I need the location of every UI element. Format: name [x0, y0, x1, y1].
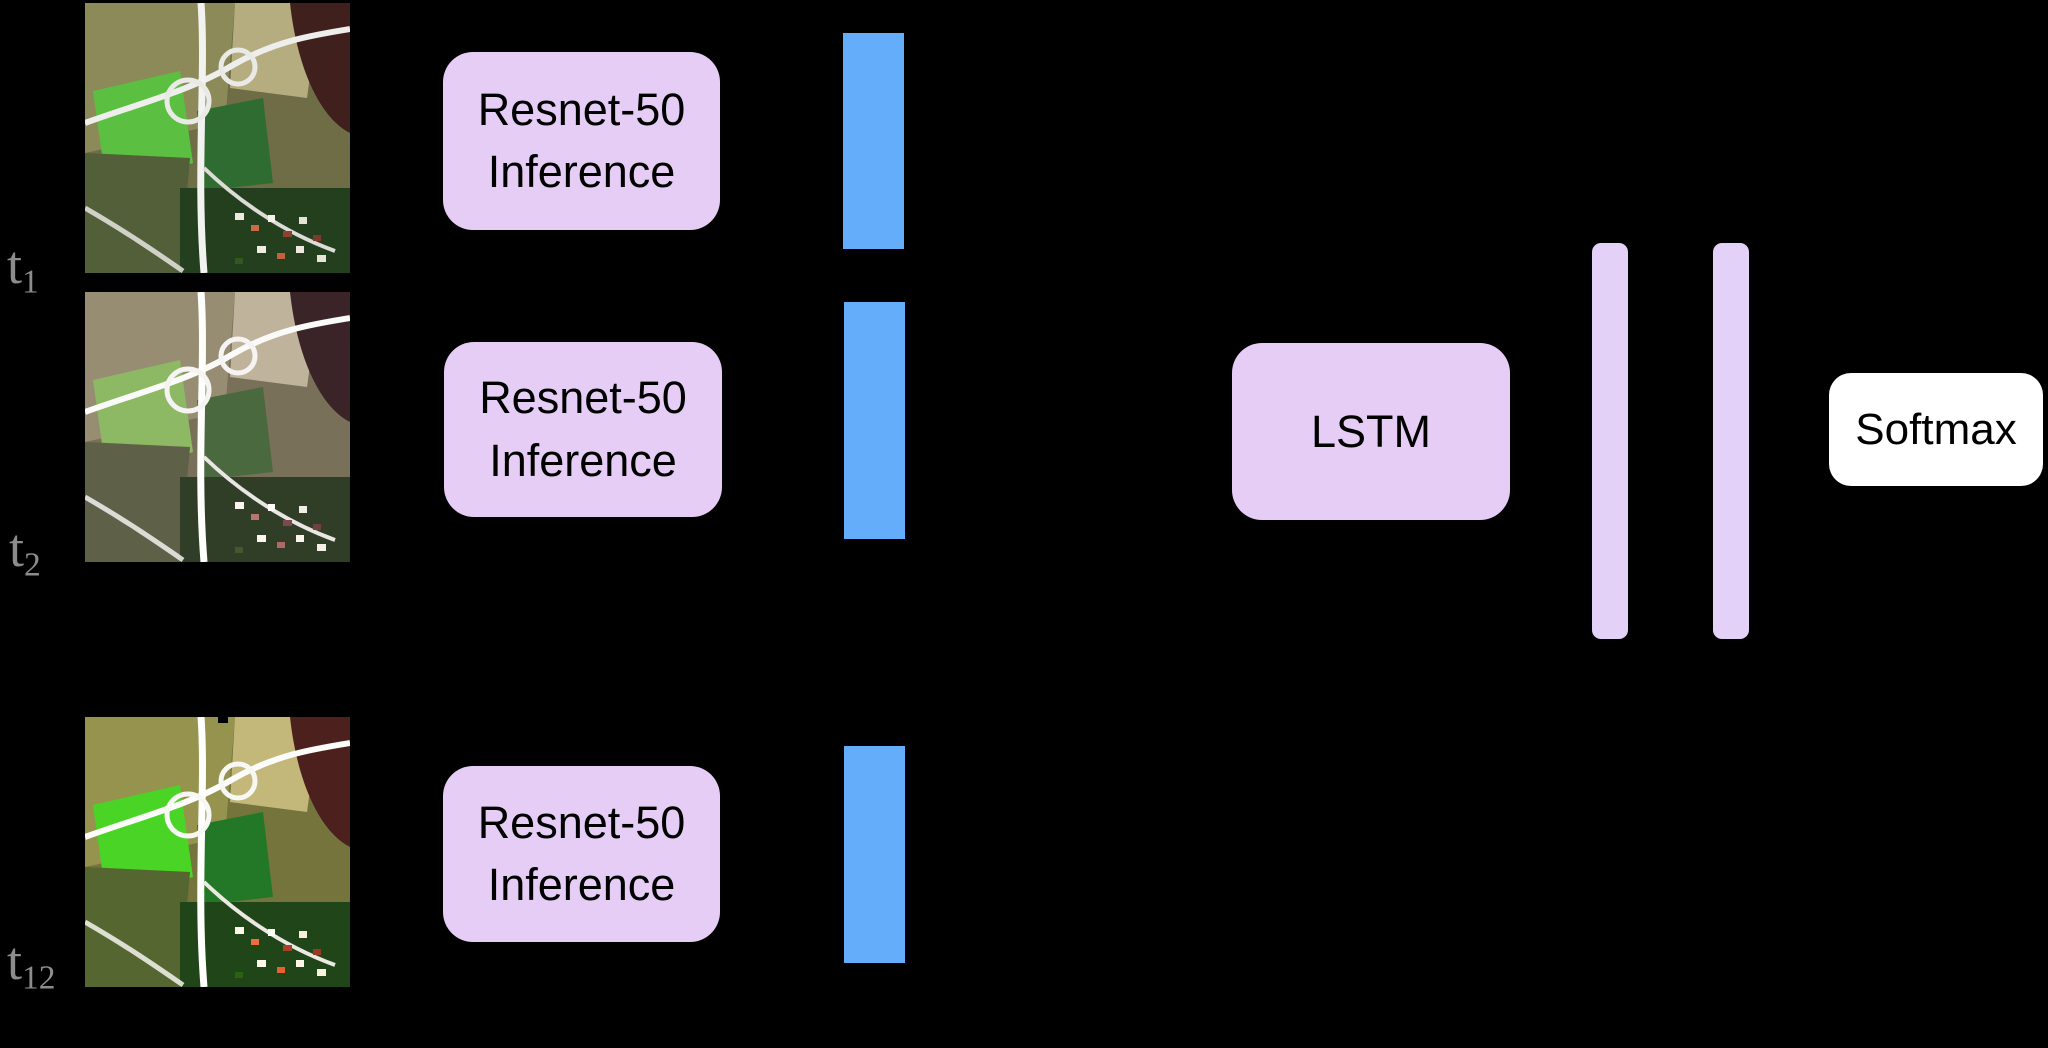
resnet-box-label: Resnet-50 Inference: [477, 83, 686, 197]
softmax-box: Softmax: [1829, 373, 2043, 486]
satellite-image-t1: [85, 3, 350, 273]
resnet-box-t1: Resnet-50 Inference: [443, 52, 720, 230]
time-label-t12: t12: [7, 931, 56, 997]
fc-layer-bar-1: [1592, 243, 1628, 639]
resnet-box-t12: Resnet-50 Inference: [443, 766, 720, 942]
resnet-box-label: Resnet-50 Inference: [479, 372, 687, 486]
fc-layer-bar-2: [1713, 243, 1749, 639]
time-label-t1: t1: [7, 235, 39, 301]
satellite-image-t2: [85, 292, 350, 562]
feature-vector-t12: [844, 746, 905, 963]
feature-vector-t2: [844, 302, 905, 539]
satellite-image-t12: [85, 717, 350, 987]
feature-vector-t1: [843, 33, 904, 249]
resnet-box-t2: Resnet-50 Inference: [444, 342, 722, 517]
lstm-box: LSTM: [1232, 343, 1510, 520]
image-edge-artifact: [218, 710, 228, 723]
time-label-t2: t2: [9, 518, 41, 584]
resnet-box-label: Resnet-50 Inference: [477, 796, 686, 910]
